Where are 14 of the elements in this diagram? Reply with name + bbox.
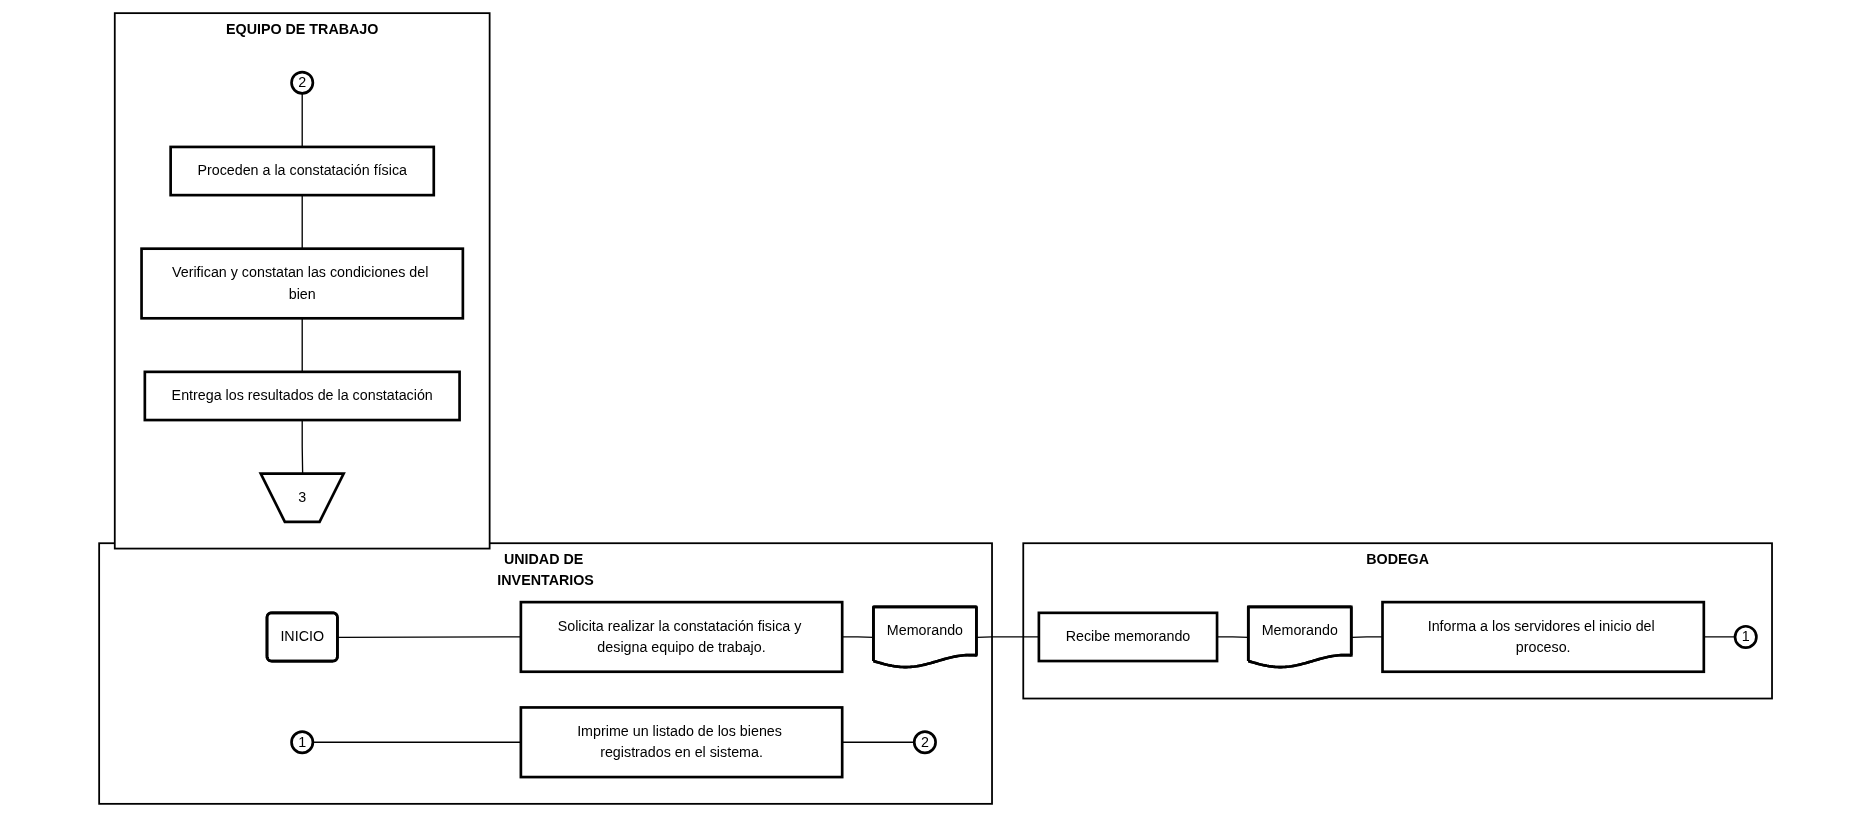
- node-circle: 1: [290, 730, 315, 755]
- node-box: Verifican y constatan las condiciones del bien: [140, 247, 465, 320]
- node-box: Proceden a la constatación física: [169, 145, 436, 197]
- node-box: Entrega los resultados de la constatación: [143, 370, 462, 422]
- node-box: Recibe memorando: [1037, 611, 1219, 663]
- node-circle: 2: [290, 70, 315, 95]
- node-circle: 2: [913, 730, 938, 755]
- node-box: Informa a los servidores el inicio del proceso.: [1381, 600, 1706, 674]
- connector: [337, 636, 522, 639]
- node-box: Solicita realizar la constatación fisica y designa equipo de trabajo.: [519, 600, 844, 674]
- node-circle: 1: [1734, 624, 1759, 649]
- connector: [976, 636, 1040, 639]
- connector: [312, 741, 522, 743]
- node-box: Imprime un listado de los bienes registrados en el sistema.: [519, 706, 844, 779]
